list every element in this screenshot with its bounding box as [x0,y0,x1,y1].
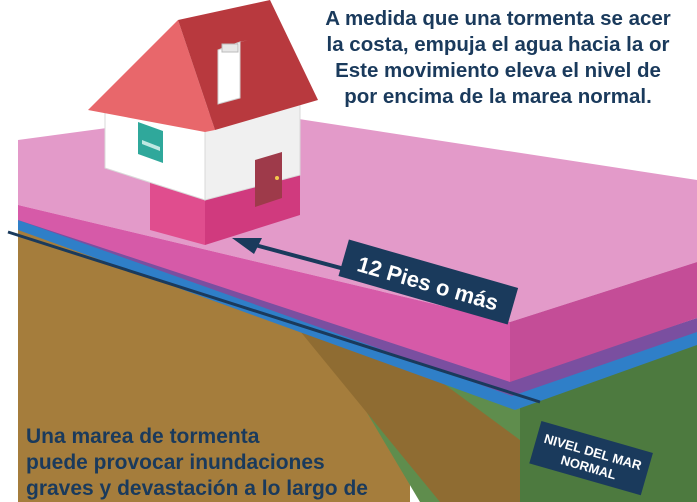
surge-arrow-head [232,238,262,254]
normal-sea-level-line [7,230,541,404]
sea-level-label-group: NIVEL DEL MAR NORMAL [529,421,653,496]
top-caption-line-3: Este movimiento eleva el nivel de [335,59,661,82]
soil-front-face [18,210,410,502]
top-caption-line-1: A medida que una tormenta se acer [325,7,671,30]
window-glare [142,140,160,151]
bottom-caption: Una marea de tormenta puede provocar inu… [26,424,496,502]
top-caption-line-4: por encima de la marea normal. [344,85,652,108]
bottom-caption-line-1: Una marea de tormenta [26,425,260,448]
bottom-caption-line-3: graves y devastación a lo largo de [26,477,368,500]
bottom-caption-line-2: puede provocar inundaciones [26,451,325,474]
top-caption: A medida que una tormenta se acer la cos… [268,6,697,110]
surge-height-label-bg [338,239,519,325]
house-roof-side [178,0,318,130]
top-caption-line-2: la costa, empuja el agua hacia la or [326,33,670,56]
house-base [150,180,205,245]
surge-right-face [510,262,697,382]
chimney-cap [221,43,239,53]
sea-level-label-bg [529,421,653,496]
house-window [138,122,163,163]
house-door [255,152,282,207]
door-knob [275,176,279,180]
surge-front-face [18,205,510,382]
house-roof-front [88,20,215,132]
